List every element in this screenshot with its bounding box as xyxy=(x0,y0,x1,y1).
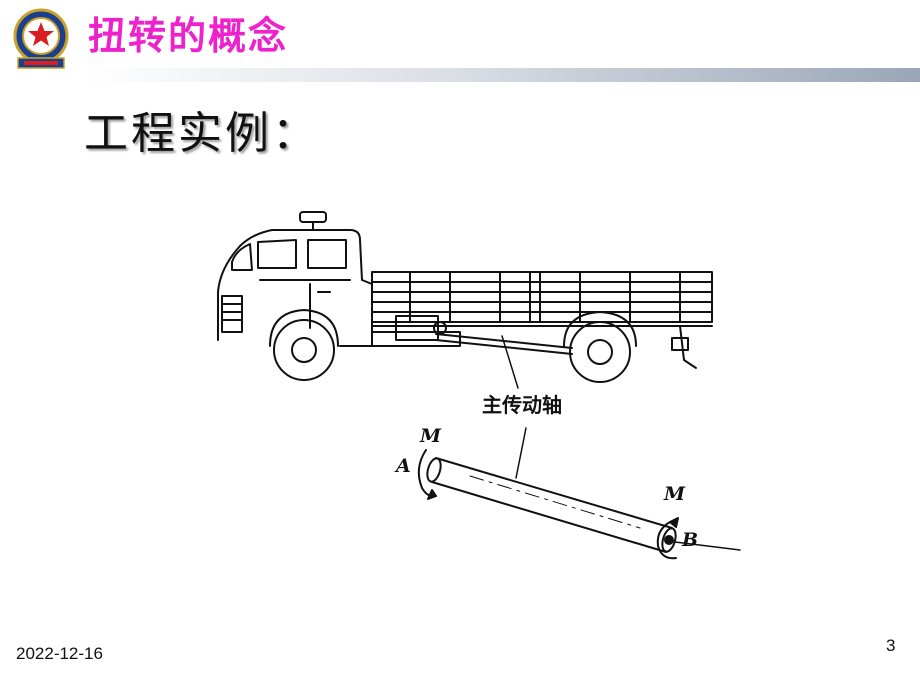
moment-label-a: M xyxy=(419,425,442,447)
point-label-a: A xyxy=(394,455,411,477)
point-label-b: B xyxy=(681,529,698,551)
page-number: 3 xyxy=(886,636,896,655)
truck-driveshaft-figure: 主传动轴 M A M B xyxy=(200,200,760,580)
emblem-logo-icon xyxy=(8,6,74,72)
page-title: 扭转的概念 xyxy=(88,14,289,58)
drive-shaft xyxy=(426,457,741,553)
moment-arrow-a xyxy=(417,449,437,500)
truck-cargo-bed xyxy=(371,271,713,327)
footer-date: 2022-12-16 xyxy=(16,644,103,663)
truck-cab xyxy=(217,211,373,347)
front-wheel xyxy=(269,309,339,381)
section-subtitle: 工程实例： xyxy=(84,108,319,159)
moment-arrow-b xyxy=(656,517,679,560)
truck-chassis xyxy=(339,315,697,369)
rear-wheel xyxy=(563,311,637,383)
shaft-label: 主传动轴 xyxy=(482,393,562,417)
title-gradient-bar xyxy=(86,68,920,82)
moment-label-b: M xyxy=(663,483,686,505)
